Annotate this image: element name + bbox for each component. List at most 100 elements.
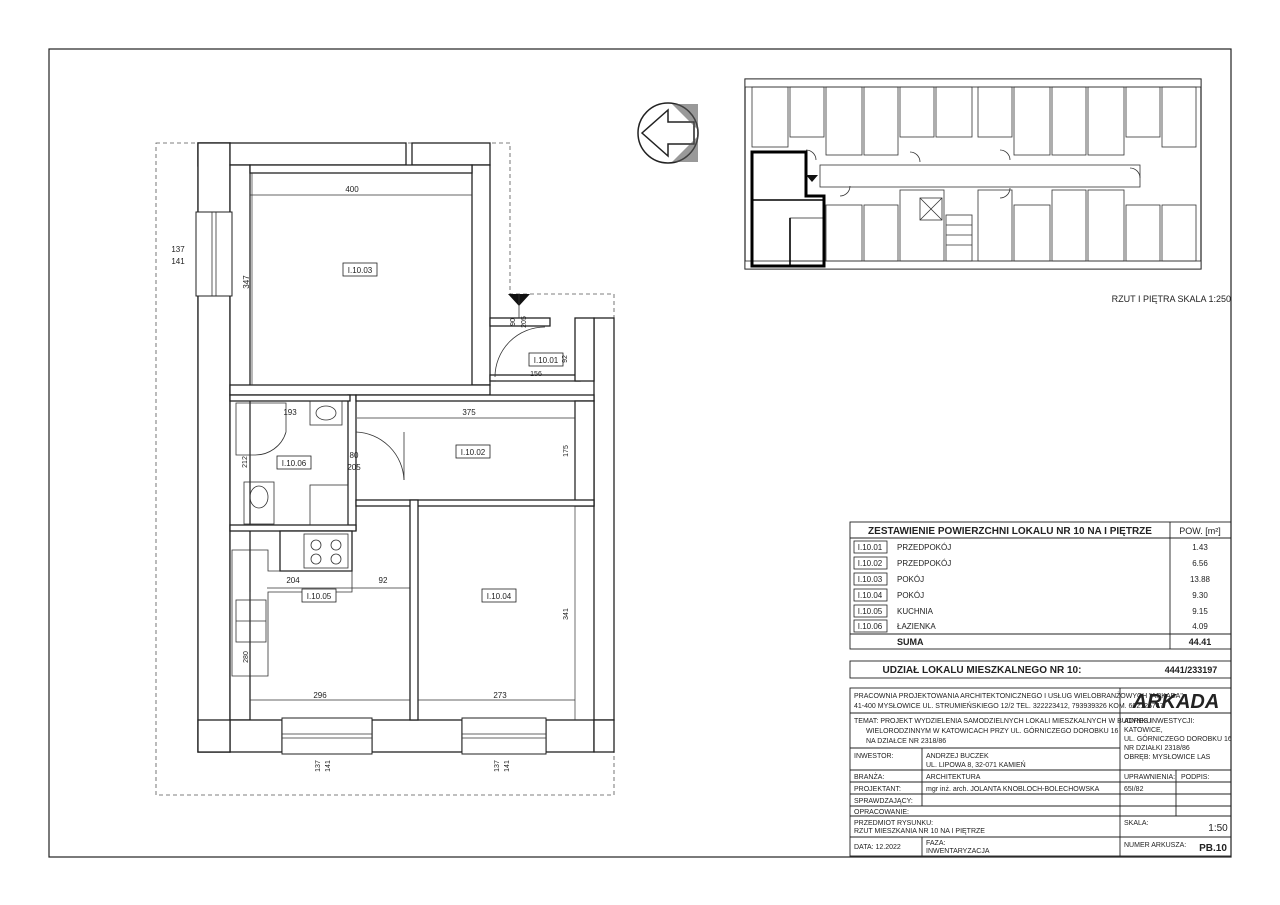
svg-text:PODPIS:: PODPIS: xyxy=(1181,774,1209,781)
svg-text:9.15: 9.15 xyxy=(1192,607,1208,616)
svg-text:NR DZIAŁKI 2318/86: NR DZIAŁKI 2318/86 xyxy=(1124,745,1190,752)
svg-text:UL. LIPOWA 8, 32-071 KAMIEŃ: UL. LIPOWA 8, 32-071 KAMIEŃ xyxy=(926,760,1026,769)
svg-text:4441/233197: 4441/233197 xyxy=(1165,665,1218,675)
svg-text:375: 375 xyxy=(462,408,476,417)
north-arrow-icon xyxy=(637,102,699,164)
svg-text:I.10.03: I.10.03 xyxy=(348,266,373,275)
svg-text:137: 137 xyxy=(494,760,501,772)
area-row: I.10.01 PRZEDPOKÓJ 1.43 xyxy=(853,540,1208,554)
svg-text:I.10.04: I.10.04 xyxy=(858,591,883,600)
svg-text:ADRES INWESTYCJI:: ADRES INWESTYCJI: xyxy=(1124,718,1194,725)
svg-text:UL. GÓRNICZEGO DOROBKU 16: UL. GÓRNICZEGO DOROBKU 16 xyxy=(1124,734,1232,743)
svg-text:UDZIAŁ LOKALU MIESZKALNEGO NR: UDZIAŁ LOKALU MIESZKALNEGO NR 10: xyxy=(883,665,1082,676)
svg-text:ANDRZEJ BUCZEK: ANDRZEJ BUCZEK xyxy=(926,753,989,760)
svg-text:205: 205 xyxy=(347,463,361,472)
room-label-1004: I.10.04 xyxy=(481,588,517,603)
svg-text:205: 205 xyxy=(521,316,528,328)
area-sum-label: SUMA xyxy=(897,637,924,647)
svg-text:WIELORODZINNYM W KATOWICACH PR: WIELORODZINNYM W KATOWICACH PRZY UL. GÓR… xyxy=(866,726,1119,735)
room-label-1005: I.10.05 xyxy=(301,588,337,603)
svg-text:ŁAZIENKA: ŁAZIENKA xyxy=(897,622,936,631)
svg-text:141: 141 xyxy=(504,760,511,772)
svg-text:PRZEDPOKÓJ: PRZEDPOKÓJ xyxy=(897,559,951,568)
svg-text:FAZA:: FAZA: xyxy=(926,840,946,847)
key-plan xyxy=(744,78,1202,270)
area-table-title: ZESTAWIENIE POWIERZCHNI LOKALU NR 10 NA … xyxy=(868,526,1152,537)
svg-text:9.30: 9.30 xyxy=(1192,591,1208,600)
svg-text:4.09: 4.09 xyxy=(1192,622,1208,631)
room-label-1006: I.10.06 xyxy=(276,455,312,470)
svg-text:341: 341 xyxy=(563,608,570,620)
svg-text:65I/82: 65I/82 xyxy=(1124,786,1144,793)
title-block: PRACOWNIA PROJEKTOWANIA ARCHITEKTONICZNE… xyxy=(849,687,1232,857)
office-name: PRACOWNIA PROJEKTOWANIA ARCHITEKTONICZNE… xyxy=(854,691,1183,700)
svg-text:400: 400 xyxy=(345,185,359,194)
svg-text:I.10.06: I.10.06 xyxy=(282,459,307,468)
svg-text:141: 141 xyxy=(171,257,185,266)
svg-text:UPRAWNIENIA:: UPRAWNIENIA: xyxy=(1124,774,1175,781)
svg-text:I.10.05: I.10.05 xyxy=(307,592,332,601)
share-box: UDZIAŁ LOKALU MIESZKALNEGO NR 10: 4441/2… xyxy=(849,660,1232,679)
svg-text:DATA: 12.2022: DATA: 12.2022 xyxy=(854,844,901,851)
svg-text:I.10.04: I.10.04 xyxy=(487,592,512,601)
svg-text:PRZEDMIOT RYSUNKU:: PRZEDMIOT RYSUNKU: xyxy=(854,820,933,827)
svg-text:SPRAWDZAJĄCY:: SPRAWDZAJĄCY: xyxy=(854,798,913,805)
svg-text:13.88: 13.88 xyxy=(1190,575,1211,584)
key-plan-caption: RZUT I PIĘTRA SKALA 1:250 xyxy=(1112,294,1231,304)
area-row: I.10.03 POKÓJ 13.88 xyxy=(853,572,1211,586)
svg-text:1.43: 1.43 xyxy=(1192,543,1208,552)
svg-text:POKÓJ: POKÓJ xyxy=(897,591,924,600)
svg-text:204: 204 xyxy=(286,576,300,585)
svg-text:NUMER ARKUSZA:: NUMER ARKUSZA: xyxy=(1124,842,1186,849)
svg-text:SKALA:: SKALA: xyxy=(1124,820,1149,827)
svg-text:156: 156 xyxy=(530,371,542,378)
svg-text:BRANŻA:: BRANŻA: xyxy=(854,772,884,781)
office-address: 41-400 MYSŁOWICE UL. STRUMIEŃSKIEGO 12/2… xyxy=(854,701,1164,710)
svg-text:I.10.01: I.10.01 xyxy=(534,356,559,365)
svg-text:137: 137 xyxy=(315,760,322,772)
svg-text:KUCHNIA: KUCHNIA xyxy=(897,607,934,616)
floor-plan: I.10.03 I.10.01 I.10.06 I.10.02 I.10.05 … xyxy=(155,142,615,796)
svg-text:PRZEDPOKÓJ: PRZEDPOKÓJ xyxy=(897,543,951,552)
room-label-1003: I.10.03 xyxy=(342,262,378,277)
svg-text:TEMAT: PROJEKT WYDZIELENIA SAM: TEMAT: PROJEKT WYDZIELENIA SAMODZIELNYCH… xyxy=(854,718,1151,725)
svg-text:KATOWICE,: KATOWICE, xyxy=(1124,727,1163,734)
room-label-1002: I.10.02 xyxy=(455,444,491,459)
svg-text:I.10.01: I.10.01 xyxy=(858,543,883,552)
svg-text:212: 212 xyxy=(242,456,249,468)
svg-text:92: 92 xyxy=(562,355,569,363)
svg-text:I.10.03: I.10.03 xyxy=(858,575,883,584)
dimension-labels: 400 347 137 141 90 205 92 156 193 375 21… xyxy=(171,185,570,772)
svg-text:175: 175 xyxy=(563,445,570,457)
svg-text:90: 90 xyxy=(510,318,517,326)
arkada-logo: ARKADA xyxy=(1132,691,1220,713)
svg-text:273: 273 xyxy=(493,691,507,700)
svg-text:RZUT MIESZKANIA NR 10 NA I PIĘ: RZUT MIESZKANIA NR 10 NA I PIĘTRZE xyxy=(854,828,985,835)
area-sum-value: 44.41 xyxy=(1189,637,1212,647)
svg-text:INWESTOR:: INWESTOR: xyxy=(854,753,894,760)
svg-text:I.10.02: I.10.02 xyxy=(461,448,486,457)
svg-text:mgr inż. arch. JOLANTA KNOBLOC: mgr inż. arch. JOLANTA KNOBLOCH-BOLECHOW… xyxy=(926,786,1100,793)
svg-text:I.10.02: I.10.02 xyxy=(858,559,883,568)
svg-text:92: 92 xyxy=(379,576,388,585)
svg-text:OPRACOWANIE:: OPRACOWANIE: xyxy=(854,809,909,816)
area-row: I.10.06 ŁAZIENKA 4.09 xyxy=(853,619,1208,633)
svg-text:I.10.06: I.10.06 xyxy=(858,622,883,631)
area-row: I.10.05 KUCHNIA 9.15 xyxy=(853,604,1208,618)
area-unit-header: POW. [m²] xyxy=(1179,526,1221,536)
sheet-number: PB.10 xyxy=(1199,843,1227,854)
svg-text:PROJEKTANT:: PROJEKTANT: xyxy=(854,786,901,793)
svg-text:137: 137 xyxy=(171,245,185,254)
svg-text:193: 193 xyxy=(283,408,297,417)
svg-text:1:50: 1:50 xyxy=(1208,823,1228,834)
svg-text:I.10.05: I.10.05 xyxy=(858,607,883,616)
sheet-frame xyxy=(48,48,1232,858)
svg-text:INWENTARYZACJA: INWENTARYZACJA xyxy=(926,848,990,855)
svg-text:NA DZIAŁCE NR 2318/86: NA DZIAŁCE NR 2318/86 xyxy=(866,738,946,745)
area-row: I.10.04 POKÓJ 9.30 xyxy=(853,588,1208,602)
area-row: I.10.02 PRZEDPOKÓJ 6.56 xyxy=(853,556,1208,570)
area-table: ZESTAWIENIE POWIERZCHNI LOKALU NR 10 NA … xyxy=(849,521,1232,650)
svg-text:296: 296 xyxy=(313,691,327,700)
svg-text:OBRĘB: MYSŁOWICE LAS: OBRĘB: MYSŁOWICE LAS xyxy=(1124,754,1211,761)
